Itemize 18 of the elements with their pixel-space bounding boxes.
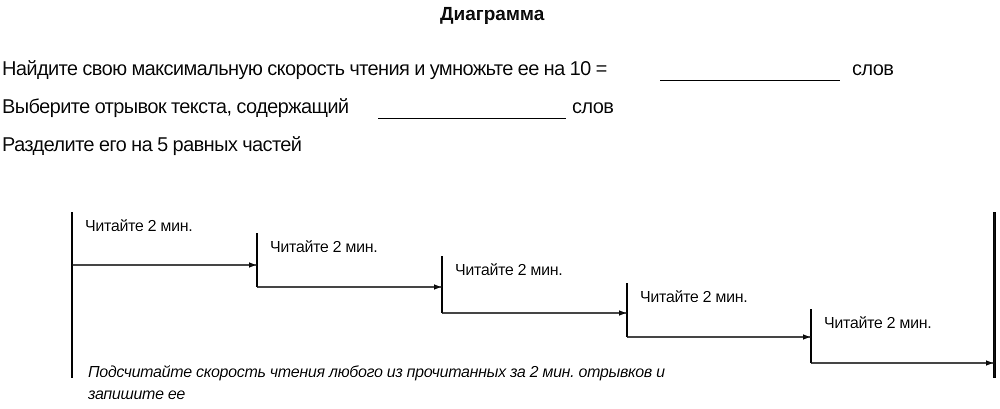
step-label: Читайте 2 мин.: [270, 239, 378, 257]
step-label: Читайте 2 мин.: [455, 262, 562, 280]
arrow: [72, 262, 256, 268]
instruction-text: Выберите отрывок текста, содержащий: [2, 96, 348, 119]
instruction-text: Разделите его на 5 равных частей: [2, 134, 302, 157]
instruction-text: слов: [852, 58, 894, 81]
arrow: [811, 360, 993, 366]
instruction-text: слов: [572, 96, 614, 119]
step-label: Читайте 2 мин.: [824, 315, 932, 333]
note-text: Подсчитайте скорость чтения любого из прочитанных за 2 мин. отрывков и запишите ее: [88, 363, 666, 405]
instruction-text: Найдите свою максимальную скорость чтения и умножьте ее на 10 =: [2, 58, 607, 81]
step-label: Читайте 2 мин.: [640, 289, 748, 307]
arrow: [627, 334, 810, 340]
arrow: [442, 310, 626, 316]
arrow: [257, 284, 441, 290]
diagram-title: Диаграмма: [440, 4, 544, 26]
step-label: Читайте 2 мин.: [85, 218, 192, 236]
vertical-bar: [993, 212, 996, 378]
